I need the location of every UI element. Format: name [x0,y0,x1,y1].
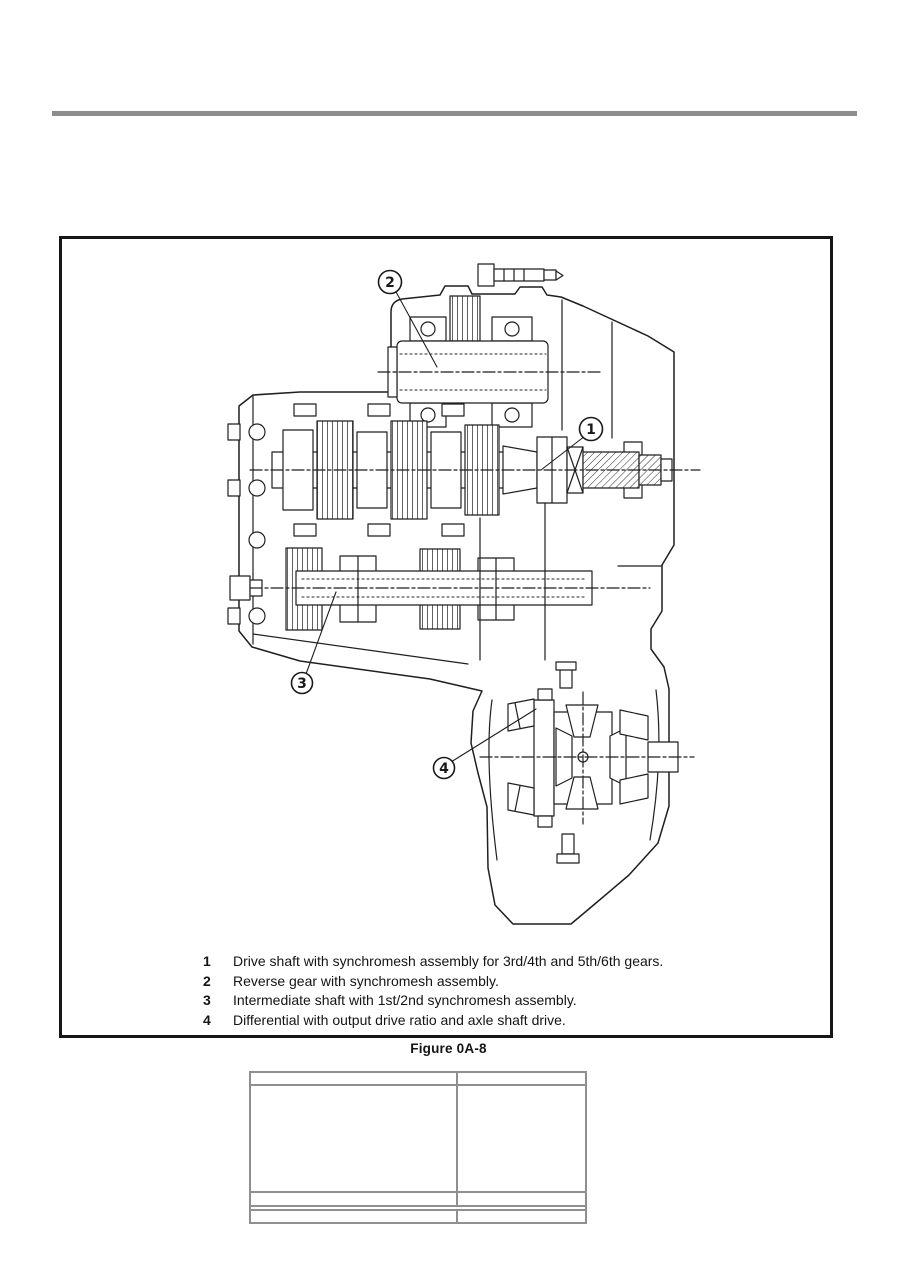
callout-4-number: 4 [439,761,449,777]
callout-3-number: 3 [297,676,307,692]
table-row [251,1209,585,1222]
callout-3-badge: 3 [290,671,314,695]
table-column-divider [456,1211,458,1222]
drive-shaft-assembly [249,403,701,537]
legend-item-text: Differential with output drive ratio and… [233,1011,566,1028]
reverse-gear-assembly [377,295,601,428]
legend-item: 4 Differential with output drive ratio a… [203,1011,803,1031]
figure-legend: 1 Drive shaft with synchromesh assembly … [203,952,803,1030]
legend-item: 3 Intermediate shaft with 1st/2nd synchr… [203,991,803,1011]
legend-item-text: Reverse gear with synchromesh assembly. [233,972,499,989]
callout-4-badge: 4 [432,756,456,780]
callout-leaders [305,289,586,763]
legend-item-text: Intermediate shaft with 1st/2nd synchrom… [233,992,577,1009]
table-column-divider [456,1193,458,1205]
callout-2-number: 2 [385,275,395,291]
figure-frame: 2 1 3 4 1 Drive shaft with synchromesh a… [59,236,833,1038]
legend-item-number: 2 [203,972,211,989]
callout-2-badge: 2 [377,269,403,295]
page-top-rule [52,111,857,116]
intermediate-shaft-assembly [249,502,651,661]
legend-item-number: 1 [203,953,211,969]
figure-caption: Figure 0A-8 [410,1041,487,1056]
legend-item-number: 4 [203,1011,211,1028]
gearbox-housing [227,263,701,925]
legend-item-number: 3 [203,992,211,1009]
table-row [251,1086,585,1193]
table-column-divider [456,1086,458,1191]
callout-1-badge: 1 [578,416,604,442]
legend-item: 2 Reverse gear with synchromesh assembly… [203,972,803,992]
legend-item-text: Drive shaft with synchromesh assembly fo… [233,953,664,969]
callout-1-number: 1 [586,422,596,438]
table-column-divider [456,1073,458,1084]
legend-item: 1 Drive shaft with synchromesh assembly … [203,952,803,972]
spec-table [249,1071,587,1224]
transmission-cross-section-diagram: 2 1 3 4 [227,263,701,925]
table-row [251,1073,585,1086]
table-row [251,1193,585,1207]
differential-assembly [479,661,695,864]
